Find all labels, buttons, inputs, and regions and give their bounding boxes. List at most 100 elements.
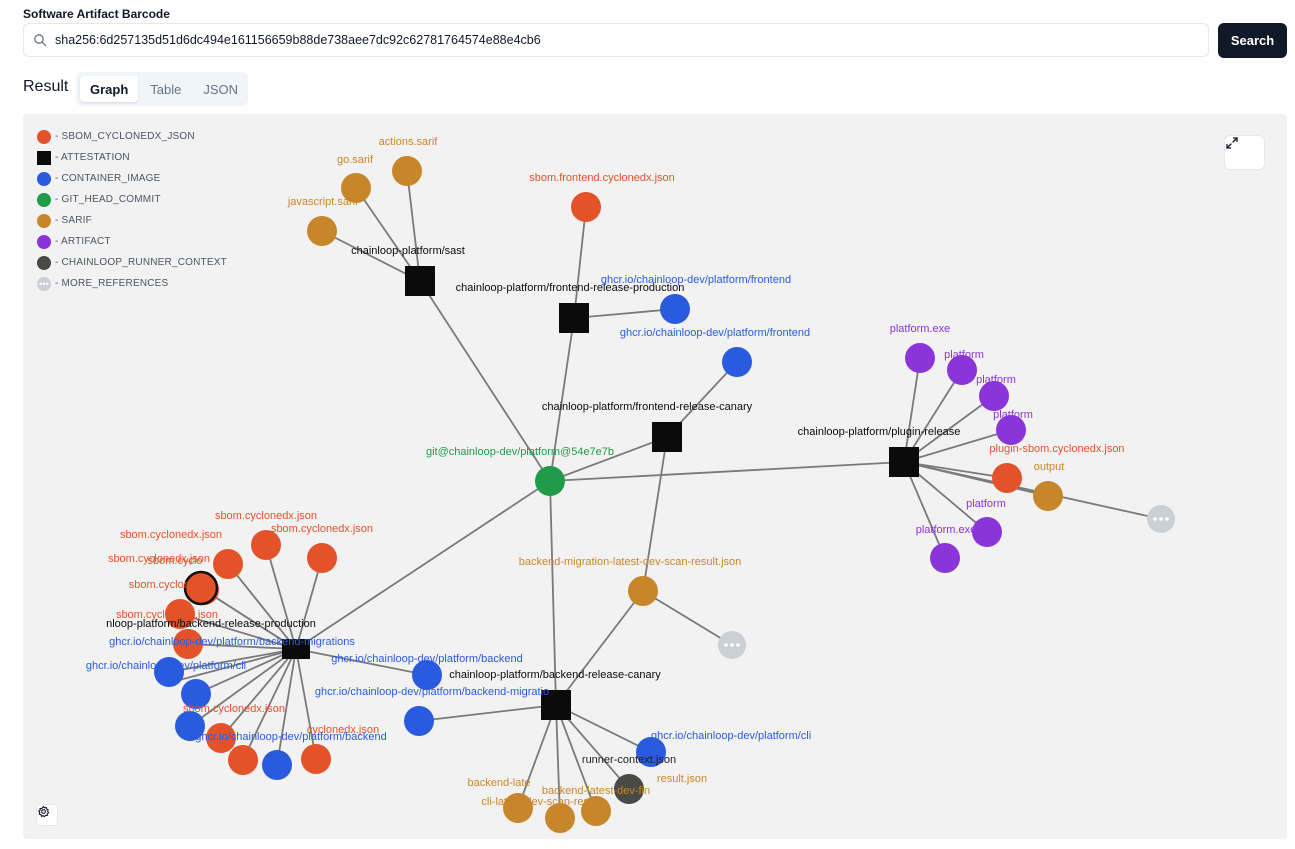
graph-node-label: chainloop-platform/frontend-release-prod… (456, 282, 685, 294)
graph-node-circle (262, 750, 292, 780)
graph-node-runner-ctx[interactable] (614, 774, 644, 804)
graph-edge (419, 280, 551, 482)
legend-swatch (37, 234, 51, 249)
graph-node-att-be-canary[interactable] (541, 690, 571, 720)
graph-node-label: output (1034, 461, 1065, 473)
graph-node-sarif-output[interactable] (1033, 481, 1063, 511)
graph-node-sarif-actions[interactable] (392, 156, 422, 186)
graph-node-img-cli-c[interactable] (636, 737, 666, 767)
search-input[interactable] (55, 33, 1185, 47)
graph-node-more-migration[interactable] (718, 631, 746, 659)
attestation-square (541, 690, 571, 720)
legend-swatch (37, 171, 51, 186)
graph-node-label: sbom.cyclonedx.json (183, 703, 285, 715)
graph-node-sbom-b8[interactable] (206, 723, 236, 753)
graph-node-img-be2[interactable] (262, 750, 292, 780)
tab-graph[interactable]: Graph (80, 76, 139, 102)
graph-node-sbom-b1[interactable] (251, 530, 281, 560)
graph-node-circle (251, 530, 281, 560)
graph-node-sarif-js[interactable] (307, 216, 337, 246)
graph-node-att-fe-prod[interactable] (559, 303, 589, 333)
graph-node-sbom-plugin[interactable] (992, 463, 1022, 493)
graph-node-label: ghcr.io/chainloop-dev/platform/frontend (620, 327, 810, 339)
graph-node-sbom-b3[interactable] (213, 549, 243, 579)
graph-node-sarif-migration[interactable] (628, 576, 658, 606)
search-button[interactable]: Search (1218, 23, 1287, 58)
attestation-square (559, 303, 589, 333)
graph-edge (220, 648, 297, 739)
legend-label: - MORE_REFERENCES (55, 278, 169, 289)
graph-edge (295, 480, 551, 650)
tab-json[interactable]: JSON (203, 81, 239, 97)
graph-node-art-p4[interactable] (972, 517, 1002, 547)
graph-node-circle (1033, 481, 1063, 511)
legend-swatch (37, 129, 51, 144)
graph-node-circle (581, 796, 611, 826)
graph-edge (265, 544, 297, 650)
graph-node-label: platform.exe (916, 524, 977, 536)
settings-button[interactable] (36, 804, 58, 826)
graph-node-art-p1[interactable] (947, 355, 977, 385)
legend-label: - CONTAINER_IMAGE (55, 173, 161, 184)
graph-edge (200, 587, 297, 650)
graph-node-att-plugin[interactable] (889, 447, 919, 477)
graph-node-sarif-go[interactable] (341, 173, 371, 203)
graph-node-circle (571, 192, 601, 222)
graph-node-img-fe1[interactable] (660, 294, 690, 324)
graph-node-img-b-cli[interactable] (181, 679, 211, 709)
graph-node-sarif-bl1[interactable] (503, 793, 533, 823)
graph-edge (168, 648, 297, 673)
graph-node-label: chainloop-platform/frontend-release-cana… (542, 401, 753, 413)
graph-edge (189, 648, 297, 727)
graph-node-img-be[interactable] (412, 660, 442, 690)
graph-node-circle (535, 466, 565, 496)
graph-node-label: chainloop-platform/plugin-release (798, 426, 961, 438)
graph-node-img-be-mig[interactable] (404, 706, 434, 736)
graph-edge (276, 648, 297, 766)
graph-node-label: sbom.cyclonedx.json (271, 523, 373, 535)
graph-node-circle (213, 549, 243, 579)
graph-node-sbom-b2[interactable] (307, 543, 337, 573)
graph-node-att-fe-canary[interactable] (652, 422, 682, 452)
graph-node-img-b-sq[interactable] (175, 711, 205, 741)
graph-edge (171, 648, 297, 683)
graph-node-img-fe2[interactable] (722, 347, 752, 377)
graph-node-sarif-bl2[interactable] (545, 803, 575, 833)
graph-node-att-be-prod[interactable] (282, 639, 310, 659)
graph-edge (549, 317, 575, 482)
more-dots-icon (1153, 517, 1157, 521)
graph-node-sbom-b5[interactable] (183, 570, 219, 606)
graph-node-circle (972, 517, 1002, 547)
expand-button[interactable] (1224, 135, 1265, 170)
graph-node-img-b-mig[interactable] (154, 657, 184, 687)
graph-node-art-exe2[interactable] (930, 543, 960, 573)
legend-item-chainloop-runner-context: - CHAINLOOP_RUNNER_CONTEXT (37, 252, 227, 273)
graph-edge (555, 704, 561, 819)
graph-node-label: chainloop-platform/backend-release-canar… (449, 669, 661, 681)
graph-node-sbom-b7[interactable] (173, 629, 203, 659)
graph-node-label: plugin-sbom.cyclonedx.json (989, 443, 1124, 455)
more-dots-icon (736, 643, 740, 647)
more-dots-icon (1159, 517, 1163, 521)
legend-swatch (37, 192, 51, 207)
graph-node-art-p3[interactable] (996, 415, 1026, 445)
graph-node-sarif-bl3[interactable] (581, 796, 611, 826)
graph-node-git[interactable] (535, 466, 565, 496)
legend-label: - CHAINLOOP_RUNNER_CONTEXT (55, 257, 227, 268)
graph-node-sbom-b9[interactable] (228, 745, 258, 775)
graph-node-circle (992, 463, 1022, 493)
tab-table[interactable]: Table (150, 81, 182, 97)
graph-node-more-plugin[interactable] (1147, 505, 1175, 533)
graph-node-art-p2[interactable] (979, 381, 1009, 411)
graph-node-circle (979, 381, 1009, 411)
graph-node-att-sast[interactable] (405, 266, 435, 296)
legend-item-git-head-commit: - GIT_HEAD_COMMIT (37, 189, 227, 210)
graph-edge (573, 206, 587, 319)
search-box[interactable] (23, 23, 1209, 57)
graph-node-sbom-b6[interactable] (165, 599, 195, 629)
graph-node-sbom-frontend[interactable] (571, 192, 601, 222)
graph-node-sbom-b10[interactable] (301, 744, 331, 774)
graph-node-art-exe1[interactable] (905, 343, 935, 373)
graph-node-circle (503, 793, 533, 823)
